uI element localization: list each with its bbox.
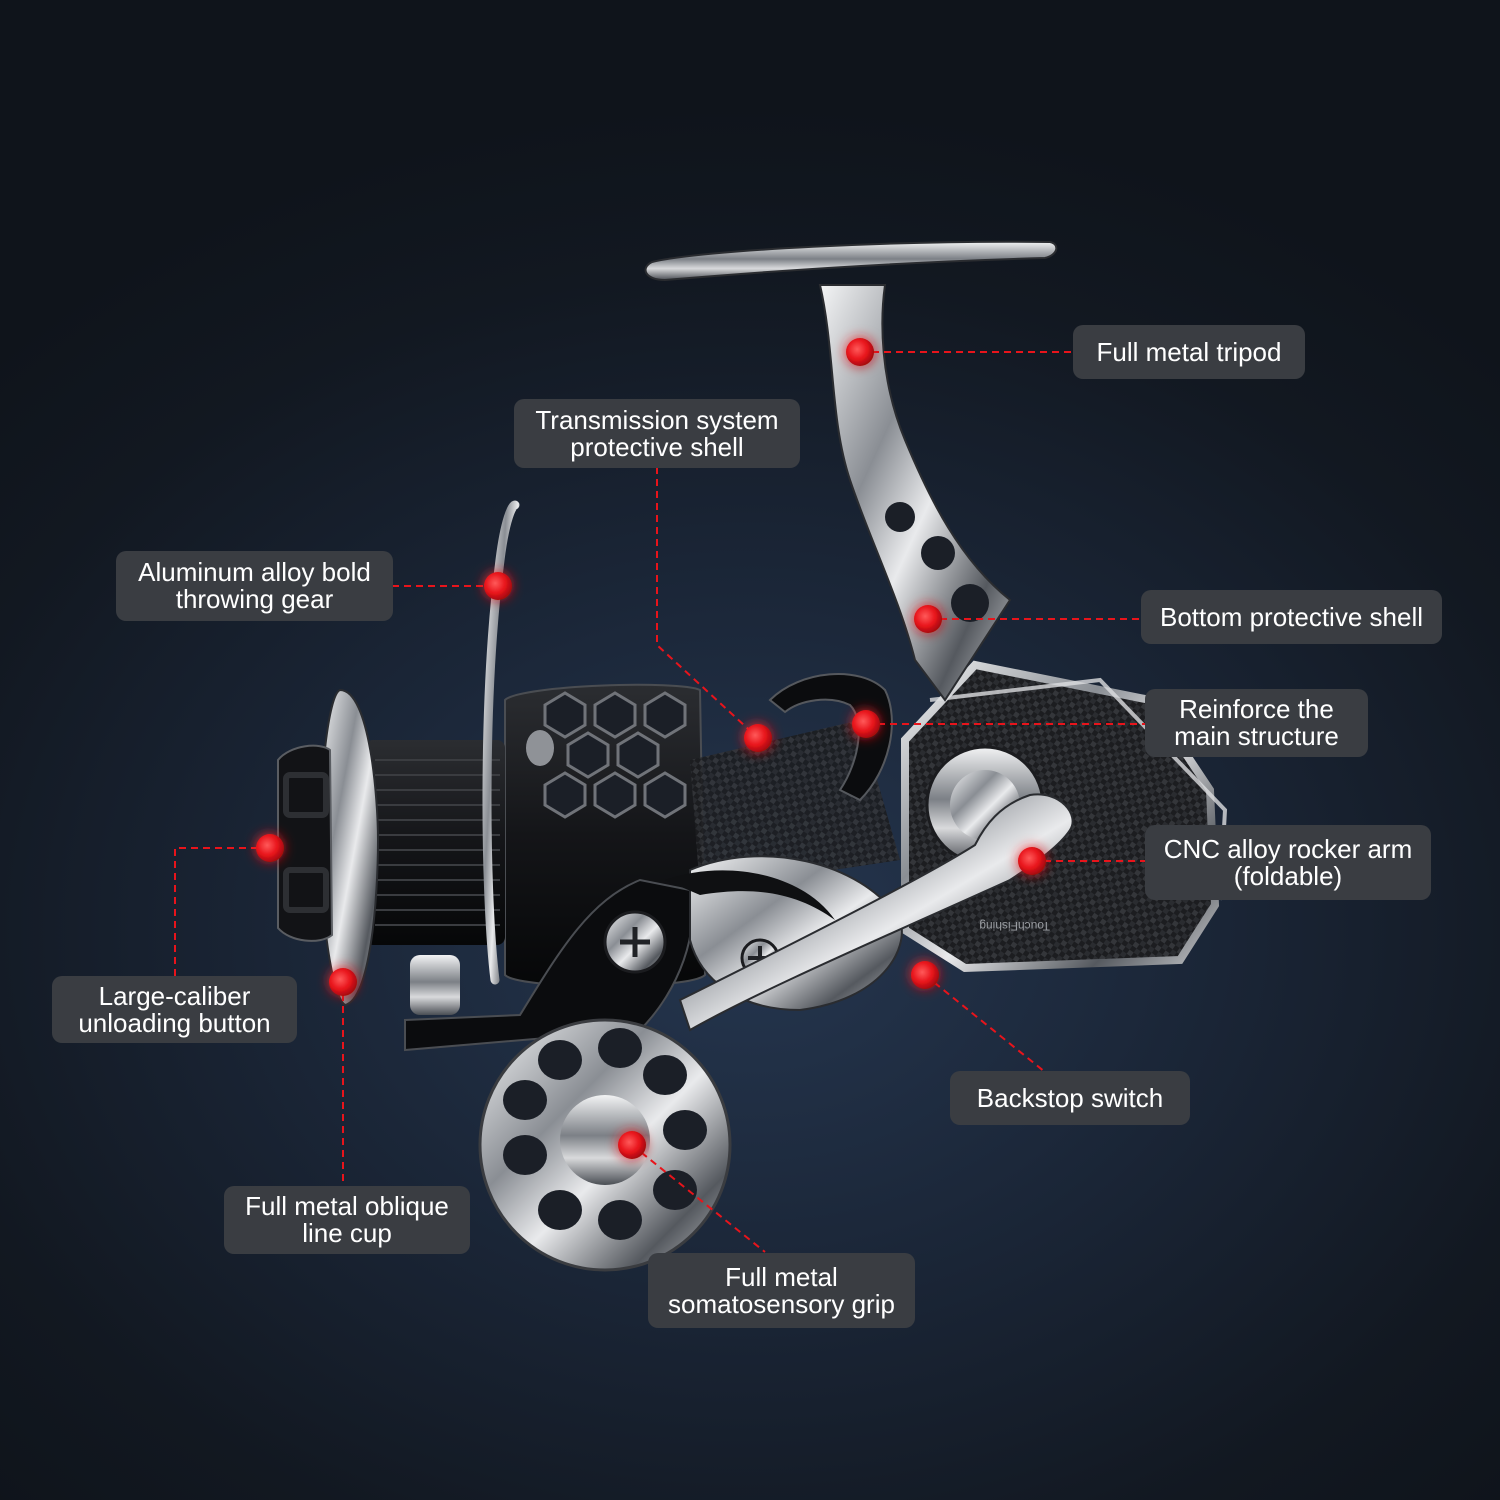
- leader-lines: [174, 351, 1145, 1253]
- rocker-arm: [678, 793, 1074, 1032]
- label-unloading-button: Large-caliber unloading button: [52, 976, 297, 1043]
- label-transmission-shell: Transmission system protective shell: [514, 399, 800, 468]
- marker-line-cup: [329, 968, 357, 996]
- marker-main-structure: [852, 710, 880, 738]
- marker-rocker-arm: [1018, 847, 1046, 875]
- label-backstop-switch: Backstop switch: [950, 1071, 1190, 1125]
- leader-unloading-button: [174, 847, 270, 978]
- label-full-metal-tripod: Full metal tripod: [1073, 325, 1305, 379]
- handle-grip: [478, 1018, 732, 1272]
- marker-tripod: [846, 338, 874, 366]
- label-line-cup: Full metal oblique line cup: [224, 1186, 470, 1254]
- leader-backstop-switch: [924, 974, 1046, 1073]
- leader-transmission-shell: [656, 467, 759, 739]
- bail-wire: [482, 500, 520, 985]
- label-throwing-gear: Aluminum alloy bold throwing gear: [116, 551, 393, 621]
- marker-bottom-shell: [914, 605, 942, 633]
- svg-text:TouchFishing: TouchFishing: [979, 919, 1050, 933]
- markers: [256, 338, 1046, 1159]
- tripod-foot: [644, 240, 1058, 282]
- marker-grip: [618, 1131, 646, 1159]
- label-rocker-arm: CNC alloy rocker arm (foldable): [1145, 825, 1431, 900]
- leader-grip: [631, 1144, 766, 1253]
- label-main-structure: Reinforce the main structure: [1145, 689, 1368, 757]
- marker-backstop-switch: [911, 961, 939, 989]
- label-grip: Full metal somatosensory grip: [648, 1253, 915, 1328]
- spool: [277, 688, 505, 1007]
- reel-illustration: TouchFishing: [277, 240, 1228, 1272]
- marker-unloading-button: [256, 834, 284, 862]
- label-bottom-protective-shell: Bottom protective shell: [1141, 590, 1442, 644]
- marker-throwing-gear: [484, 572, 512, 600]
- marker-transmission-shell: [744, 724, 772, 752]
